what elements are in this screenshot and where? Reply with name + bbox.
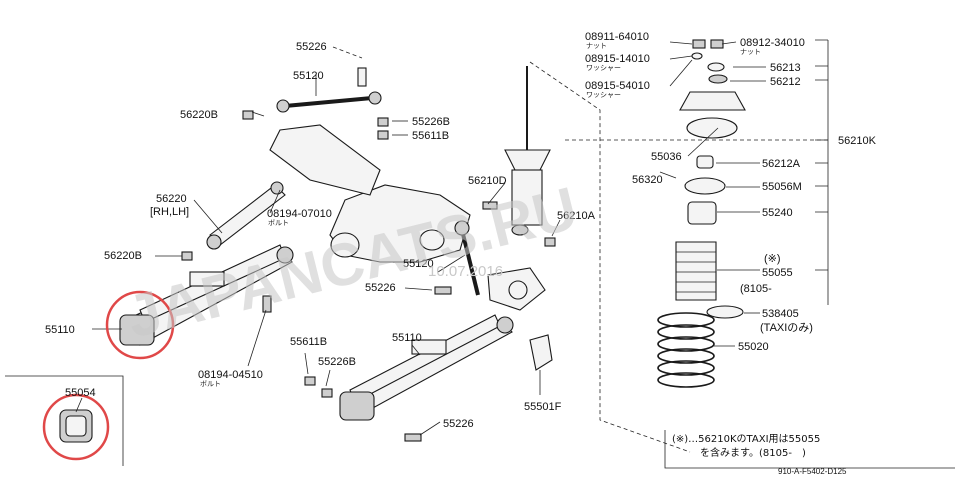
watermark-date: 10.07.2016: [428, 263, 503, 280]
label-nut-2: ナット: [740, 48, 761, 56]
label-08911: 08911‐64010: [585, 31, 649, 43]
label-55020: 55020: [738, 341, 769, 353]
label-55226-bot: 55226: [443, 418, 474, 430]
footnote: (※)…56210KのTAXI用は55055 を含みます。(8105‐ ) 91…: [664, 430, 955, 476]
fasteners: [181, 110, 556, 442]
label-55120-top: 55120: [293, 70, 324, 82]
label-56212: 56212: [770, 76, 801, 88]
label-56320: 56320: [632, 174, 663, 186]
label-56220-side: [RH,LH]: [150, 206, 189, 218]
label-55054: 55054: [65, 387, 96, 399]
label-56212A: 56212A: [762, 158, 801, 170]
lower-arm-right: [339, 314, 514, 421]
lateral-rod-55120-mid: [454, 220, 546, 311]
label-08194a: 08194‐07010: [267, 208, 332, 220]
footnote-line-1: (※)…56210KのTAXI用は55055: [672, 433, 820, 445]
label-55611B-top: 55611B: [412, 130, 449, 142]
label-55056M: 55056M: [762, 181, 802, 193]
label-bolt-2: ボルト: [200, 380, 221, 388]
label-55036: 55036: [651, 151, 682, 163]
label-08915b: 08915‐54010: [585, 80, 650, 92]
label-56220B-mid: 56220B: [104, 250, 142, 262]
label-55120-mid: 55120: [403, 258, 434, 270]
label-56210A: 56210A: [557, 210, 596, 222]
label-washer-2: ワッシャー: [586, 91, 621, 99]
label-55240: 55240: [762, 207, 793, 219]
label-55226B-top: 55226B: [412, 116, 450, 128]
label-08915a: 08915‐14010: [585, 53, 650, 65]
footnote-line-2: を含みます。(8105‐ ): [700, 446, 806, 459]
label-56220: 56220: [156, 193, 187, 205]
label-washer-1: ワッシャー: [586, 64, 621, 72]
label-55226B-bot: 55226B: [318, 356, 356, 368]
label-56213: 56213: [770, 62, 801, 74]
label-55055: 55055: [762, 267, 793, 279]
coil-spring: [657, 312, 715, 388]
label-08194b: 08194‐04510: [198, 369, 263, 381]
lateral-rod-55120-top: [276, 67, 382, 113]
label-nut-1: ナット: [586, 42, 607, 50]
label-55055-range: (8105‐: [740, 283, 772, 295]
part-labels: 08911‐64010 ナット 08912‐34010 ナット 08915‐14…: [45, 31, 877, 430]
inset-panel: [5, 375, 124, 466]
label-538405-taxi: (TAXIのみ): [760, 321, 813, 334]
bracket-lines: [529, 39, 830, 453]
label-538405: 538405: [762, 308, 799, 320]
differential-housing: [269, 124, 471, 263]
label-55226-top: 55226: [296, 41, 327, 53]
label-55226-mid: 55226: [365, 282, 396, 294]
shock-absorber-56220: [206, 181, 286, 250]
label-56220B-top: 56220B: [180, 109, 218, 121]
label-55110a: 55110: [45, 324, 75, 336]
label-55055-note: (※): [764, 253, 781, 265]
label-bolt-1: ボルト: [268, 219, 289, 227]
label-55611B-bot: 55611B: [290, 336, 327, 348]
strut-assembly: [504, 66, 551, 236]
label-56210D: 56210D: [468, 175, 507, 187]
label-56210K: 56210K: [838, 135, 877, 147]
label-55501F: 55501F: [524, 401, 562, 413]
highlight-circle-bushing-arm: [105, 290, 175, 360]
highlight-circle-bushing-inset: [42, 393, 110, 461]
label-08912: 08912‐34010: [740, 37, 805, 49]
strut-exploded-stack: [675, 39, 746, 319]
label-55110b: 55110: [392, 332, 422, 344]
lower-arm-left: [119, 244, 294, 346]
leader-lines: [92, 41, 766, 436]
footer-code: 910‐A‐F5402‐D125: [778, 467, 847, 476]
